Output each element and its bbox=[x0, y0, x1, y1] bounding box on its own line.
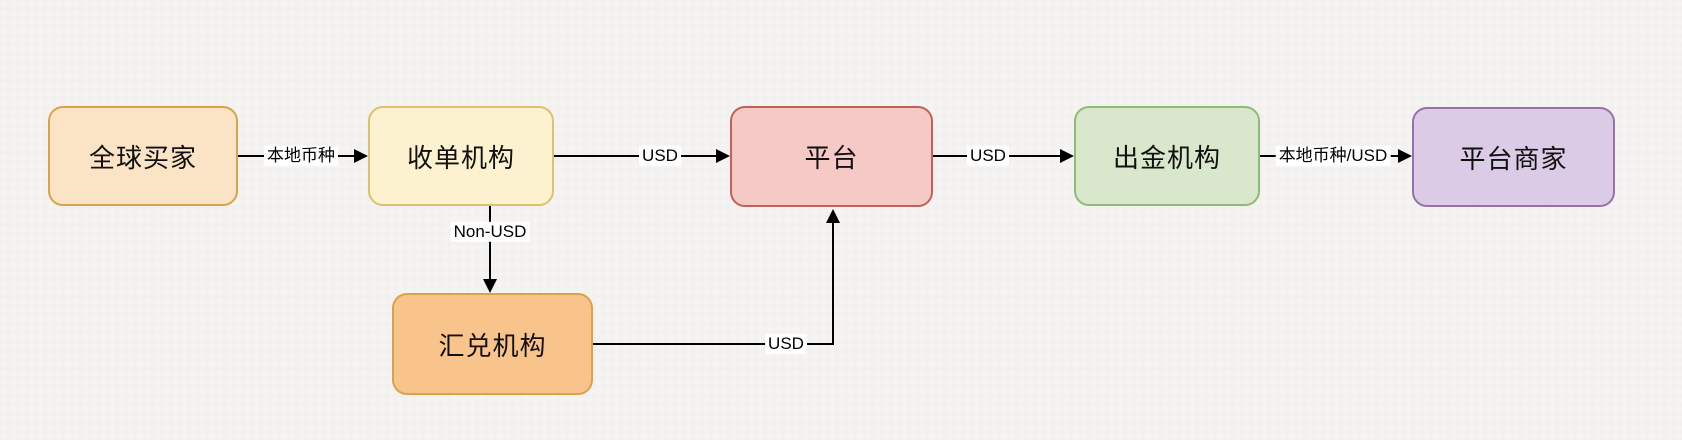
node-platform: 平台 bbox=[730, 106, 933, 207]
node-payout: 出金机构 bbox=[1074, 106, 1260, 206]
edge-label-platform-payout: USD bbox=[967, 145, 1009, 167]
node-label-merchants: 平台商家 bbox=[1459, 143, 1568, 174]
node-exchange: 汇兑机构 bbox=[392, 293, 593, 395]
arrow-head-platform-payout bbox=[1060, 149, 1074, 163]
arrow-head-exchange-platform bbox=[826, 209, 840, 223]
node-label-payout: 出金机构 bbox=[1112, 142, 1221, 173]
node-label-acquirer: 收单机构 bbox=[406, 142, 515, 173]
edge-line-exchange-platform-h bbox=[593, 343, 834, 345]
node-merchants: 平台商家 bbox=[1412, 107, 1615, 207]
arrow-head-payout-merchants bbox=[1398, 149, 1412, 163]
node-acquirer: 收单机构 bbox=[368, 106, 554, 206]
edge-line-acquirer-platform bbox=[554, 155, 718, 157]
edge-label-payout-merchants: 本地币种/USD bbox=[1275, 145, 1391, 167]
edge-line-exchange-platform-v bbox=[832, 222, 834, 345]
arrow-head-acquirer-platform bbox=[716, 149, 730, 163]
edge-label-acquirer-platform: USD bbox=[639, 145, 681, 167]
node-label-platform: 平台 bbox=[804, 143, 859, 173]
edge-label-exchange-platform: USD bbox=[765, 333, 807, 355]
node-label-exchange: 汇兑机构 bbox=[438, 330, 547, 361]
edge-label-buyers-acquirer: 本地币种 bbox=[264, 145, 338, 167]
node-global-buyers: 全球买家 bbox=[48, 106, 238, 206]
edge-label-acquirer-exchange: Non-USD bbox=[450, 221, 530, 243]
edge-line-acquirer-exchange bbox=[489, 206, 491, 281]
arrow-head-acquirer-exchange bbox=[483, 279, 497, 293]
arrow-head-buyers-acquirer bbox=[354, 149, 368, 163]
node-label-global-buyers: 全球买家 bbox=[88, 142, 197, 173]
